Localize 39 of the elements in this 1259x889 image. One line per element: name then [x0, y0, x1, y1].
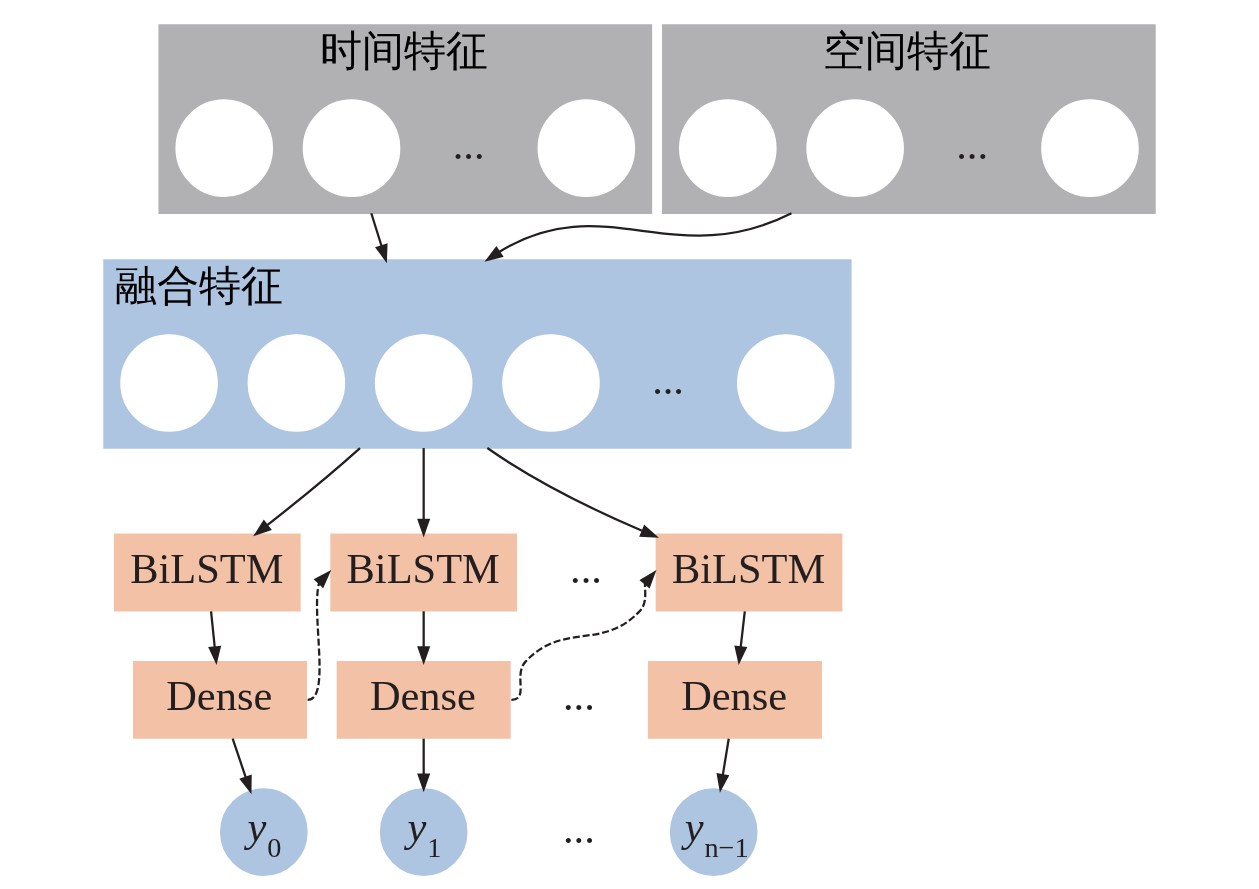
- arrow: [511, 569, 657, 701]
- arrow: [253, 447, 361, 537]
- node-circle: [1041, 99, 1139, 197]
- node-box: Dense: [336, 660, 511, 739]
- label: ...: [563, 804, 595, 852]
- arrow: [231, 738, 252, 795]
- node-circle: y$_{0}$: [219, 788, 308, 876]
- node-circle: [806, 99, 904, 197]
- arrow: [484, 212, 792, 262]
- label: ...: [563, 672, 595, 720]
- node-box: BiLSTM: [655, 533, 843, 612]
- label: ...: [652, 355, 684, 403]
- arrow: [716, 738, 730, 793]
- node-circle: [502, 334, 600, 432]
- arrow: [734, 611, 748, 665]
- node-circle: y$_{1}$: [379, 788, 468, 876]
- node-box: BiLSTM: [113, 533, 301, 612]
- node-circle: y$_{n−1}$: [669, 788, 758, 876]
- node-box: Dense: [132, 660, 307, 739]
- node-circle: [737, 334, 835, 432]
- node-box: Dense: [647, 660, 822, 739]
- arrow: [307, 570, 332, 701]
- node-circle: [120, 334, 218, 432]
- node-circle: [175, 99, 273, 197]
- arrow: [370, 212, 388, 264]
- arrow: [417, 738, 431, 793]
- arrow: [417, 448, 431, 538]
- arrow: [417, 611, 431, 665]
- node-box: BiLSTM: [330, 533, 518, 612]
- arrow: [208, 611, 222, 665]
- label: ...: [570, 545, 602, 593]
- node-circle: [537, 99, 636, 197]
- node-circle: [679, 99, 777, 197]
- node-circle: [302, 99, 401, 197]
- label: ...: [452, 120, 485, 168]
- arrow: [486, 447, 659, 538]
- label: ...: [956, 120, 989, 168]
- node-circle: [247, 334, 346, 432]
- node-circle: [374, 334, 473, 432]
